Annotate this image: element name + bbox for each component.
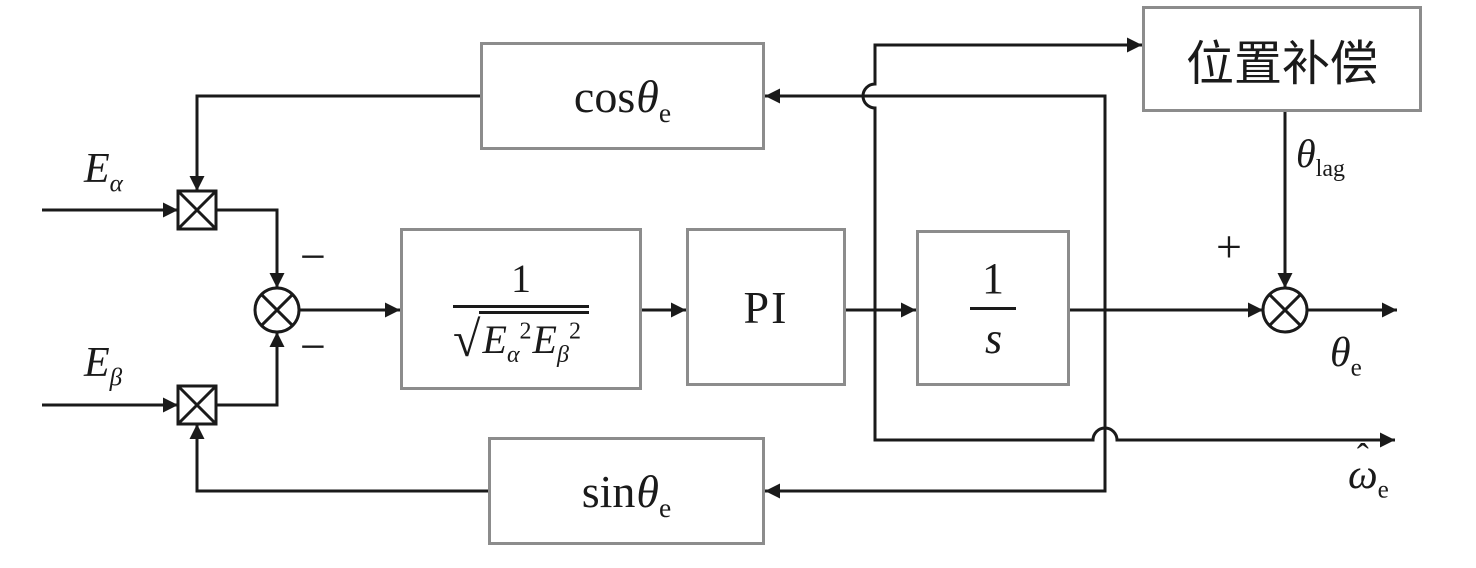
position-compensation-block: 位置补偿 (1142, 6, 1422, 112)
sin-block-label: sinθe (581, 465, 672, 523)
normalization-block: 1 √Eα2Eβ2 (400, 228, 642, 390)
cos-feedback-block: cosθe (480, 42, 765, 150)
wire-theta-feedback-to-cos (765, 88, 1107, 310)
sum1-minus-sign-bottom: − (300, 321, 326, 372)
integrator-block-label: 1 s (970, 253, 1016, 364)
summing-junction-2 (1261, 286, 1309, 334)
e-alpha-input-label: Eα (84, 146, 123, 198)
integrator-block: 1 s (916, 230, 1070, 386)
sin-feedback-block: sinθe (488, 437, 765, 545)
theta-e-output-label: θe (1330, 330, 1362, 382)
normalization-block-label: 1 √Eα2Eβ2 (453, 255, 589, 367)
summing-junction-1 (253, 286, 301, 334)
wire-multiplier2-to-sum1 (216, 332, 285, 407)
theta-lag-label: θlag (1296, 131, 1345, 182)
e-beta-input-label: Eβ (84, 340, 123, 392)
pi-controller-block: PI (686, 228, 846, 386)
wire-theta-feedback-to-sin (765, 310, 1107, 499)
wire-multiplier1-to-sum1 (216, 208, 285, 288)
cos-block-label: cosθe (573, 70, 672, 128)
position-compensation-label: 位置补偿 (1185, 38, 1378, 91)
wire-sin-to-multiplier2 (189, 424, 488, 493)
multiplier-1 (176, 189, 218, 231)
wire-cos-to-multiplier1 (189, 94, 480, 191)
multiplier-2 (176, 384, 218, 426)
sum1-minus-sign-top: − (300, 231, 326, 282)
pi-block-label: PI (743, 281, 789, 333)
sum2-plus-sign: + (1216, 221, 1242, 272)
